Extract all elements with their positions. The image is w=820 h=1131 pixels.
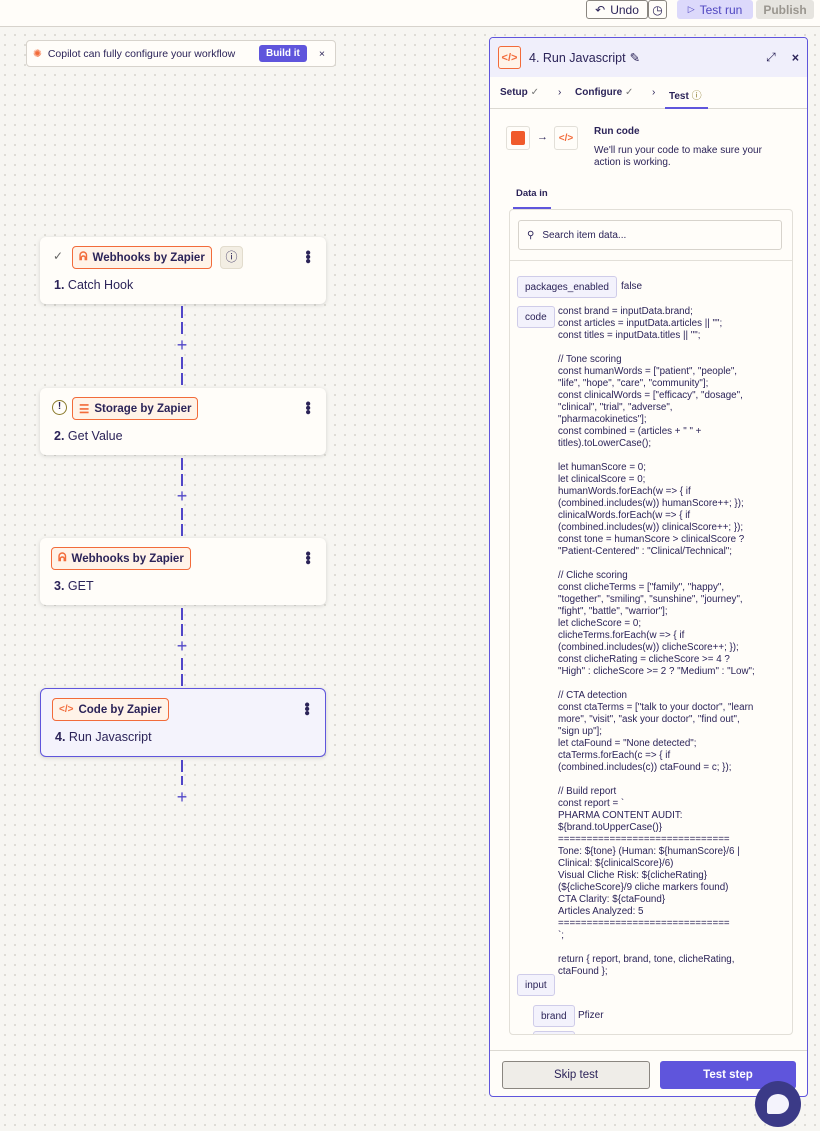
history-button[interactable]: ◷ bbox=[648, 0, 667, 19]
tab-configure[interactable]: Configure ✓ bbox=[575, 87, 634, 98]
test-run-button[interactable]: ▷Test run bbox=[677, 0, 753, 19]
chat-bubble-icon bbox=[767, 1094, 789, 1114]
warning-icon: ! bbox=[52, 400, 67, 415]
connector bbox=[181, 357, 183, 385]
instant-trigger-icon: ⓘ bbox=[220, 246, 243, 269]
connector bbox=[181, 508, 183, 536]
more-options-icon[interactable]: ••• bbox=[299, 401, 316, 414]
warning-icon: ⓘ bbox=[691, 91, 702, 102]
undo-button[interactable]: ↶Undo bbox=[586, 0, 648, 19]
publish-button[interactable]: Publish bbox=[756, 0, 814, 19]
storage-icon: ☰ bbox=[79, 403, 90, 416]
app-badge: </>Code by Zapier bbox=[52, 698, 169, 721]
close-icon[interactable]: × bbox=[318, 47, 325, 60]
play-icon: ▷ bbox=[687, 4, 695, 14]
panel-header: </> 4. Run Javascript ✎ ⤢ × bbox=[490, 38, 807, 77]
connector bbox=[181, 458, 183, 486]
close-panel-icon[interactable]: × bbox=[791, 50, 799, 65]
connector bbox=[181, 306, 183, 334]
arrow-right-icon: → bbox=[537, 131, 548, 143]
more-options-icon[interactable]: ••• bbox=[299, 551, 316, 564]
divider bbox=[510, 260, 792, 261]
field-value: Pfizer bbox=[578, 1010, 604, 1021]
step-detail-panel: </> 4. Run Javascript ✎ ⤢ × Setup ✓ › Co… bbox=[489, 37, 808, 1097]
workflow-step-2[interactable]: ! ☰Storage by Zapier 2. Get Value ••• bbox=[40, 388, 326, 455]
panel-footer: Skip test Test step bbox=[490, 1050, 807, 1096]
connector bbox=[181, 608, 183, 636]
copilot-banner: ✺ Copilot can fully configure your workf… bbox=[26, 40, 336, 67]
webhook-icon: ᕱ bbox=[79, 251, 88, 263]
field-key[interactable]: code bbox=[517, 306, 555, 328]
connector bbox=[181, 760, 183, 785]
code-action-icon: </> bbox=[554, 126, 578, 150]
code-app-icon: </> bbox=[498, 46, 521, 69]
chevron-right-icon: › bbox=[558, 87, 562, 98]
panel-title: 4. Run Javascript bbox=[529, 50, 626, 65]
code-value: const brand = inputData.brand; const art… bbox=[558, 306, 755, 977]
run-code-description: We'll run your code to make sure your ac… bbox=[594, 145, 762, 168]
tab-test[interactable]: Test ⓘ bbox=[669, 91, 702, 102]
more-options-icon[interactable]: ••• bbox=[298, 702, 315, 715]
edit-pencil-icon[interactable]: ✎ bbox=[629, 51, 641, 65]
field-value: false bbox=[621, 281, 643, 292]
top-bar: ↶Undo ◷ ▷Test run Publish bbox=[0, 0, 820, 27]
active-tab-indicator bbox=[665, 107, 708, 109]
workflow-step-4[interactable]: </>Code by Zapier 4. Run Javascript ••• bbox=[40, 688, 326, 757]
add-step-button[interactable]: + bbox=[176, 636, 188, 656]
chevron-right-icon: › bbox=[652, 87, 656, 98]
step-tabs: Setup ✓ › Configure ✓ › Test ⓘ bbox=[490, 77, 807, 109]
app-badge: ☰Storage by Zapier bbox=[72, 397, 199, 420]
add-step-button[interactable]: + bbox=[176, 335, 188, 355]
history-icon: ◷ bbox=[652, 2, 663, 17]
more-options-icon[interactable]: ••• bbox=[299, 250, 316, 263]
tab-data-in[interactable]: Data in bbox=[516, 188, 548, 199]
check-icon: ✓ bbox=[53, 249, 64, 263]
search-icon: ⚲ bbox=[527, 229, 535, 241]
add-step-button[interactable]: + bbox=[176, 787, 188, 807]
code-icon: </> bbox=[59, 704, 74, 715]
add-step-button[interactable]: + bbox=[176, 486, 188, 506]
expand-icon[interactable]: ⤢ bbox=[766, 50, 776, 64]
undo-icon: ↶ bbox=[595, 2, 606, 17]
connector bbox=[181, 658, 183, 686]
trigger-icon bbox=[506, 126, 530, 150]
build-it-button[interactable]: Build it bbox=[258, 45, 307, 62]
field-key[interactable]: packages_enabled bbox=[517, 276, 617, 298]
run-code-title: Run code bbox=[594, 126, 640, 137]
copilot-icon: ✺ bbox=[33, 47, 42, 60]
field-key[interactable]: brand bbox=[533, 1005, 575, 1027]
chat-button[interactable] bbox=[755, 1081, 801, 1127]
field-key[interactable] bbox=[533, 1031, 575, 1034]
search-input[interactable]: ⚲Search item data... bbox=[518, 220, 782, 250]
field-key[interactable]: input bbox=[517, 974, 555, 996]
skip-test-button[interactable]: Skip test bbox=[502, 1061, 650, 1089]
tab-setup[interactable]: Setup ✓ bbox=[500, 87, 539, 98]
data-in-box: ⚲Search item data... packages_enabled fa… bbox=[509, 209, 793, 1035]
webhook-icon: ᕱ bbox=[58, 552, 67, 564]
data-in-tab-indicator bbox=[513, 207, 551, 209]
